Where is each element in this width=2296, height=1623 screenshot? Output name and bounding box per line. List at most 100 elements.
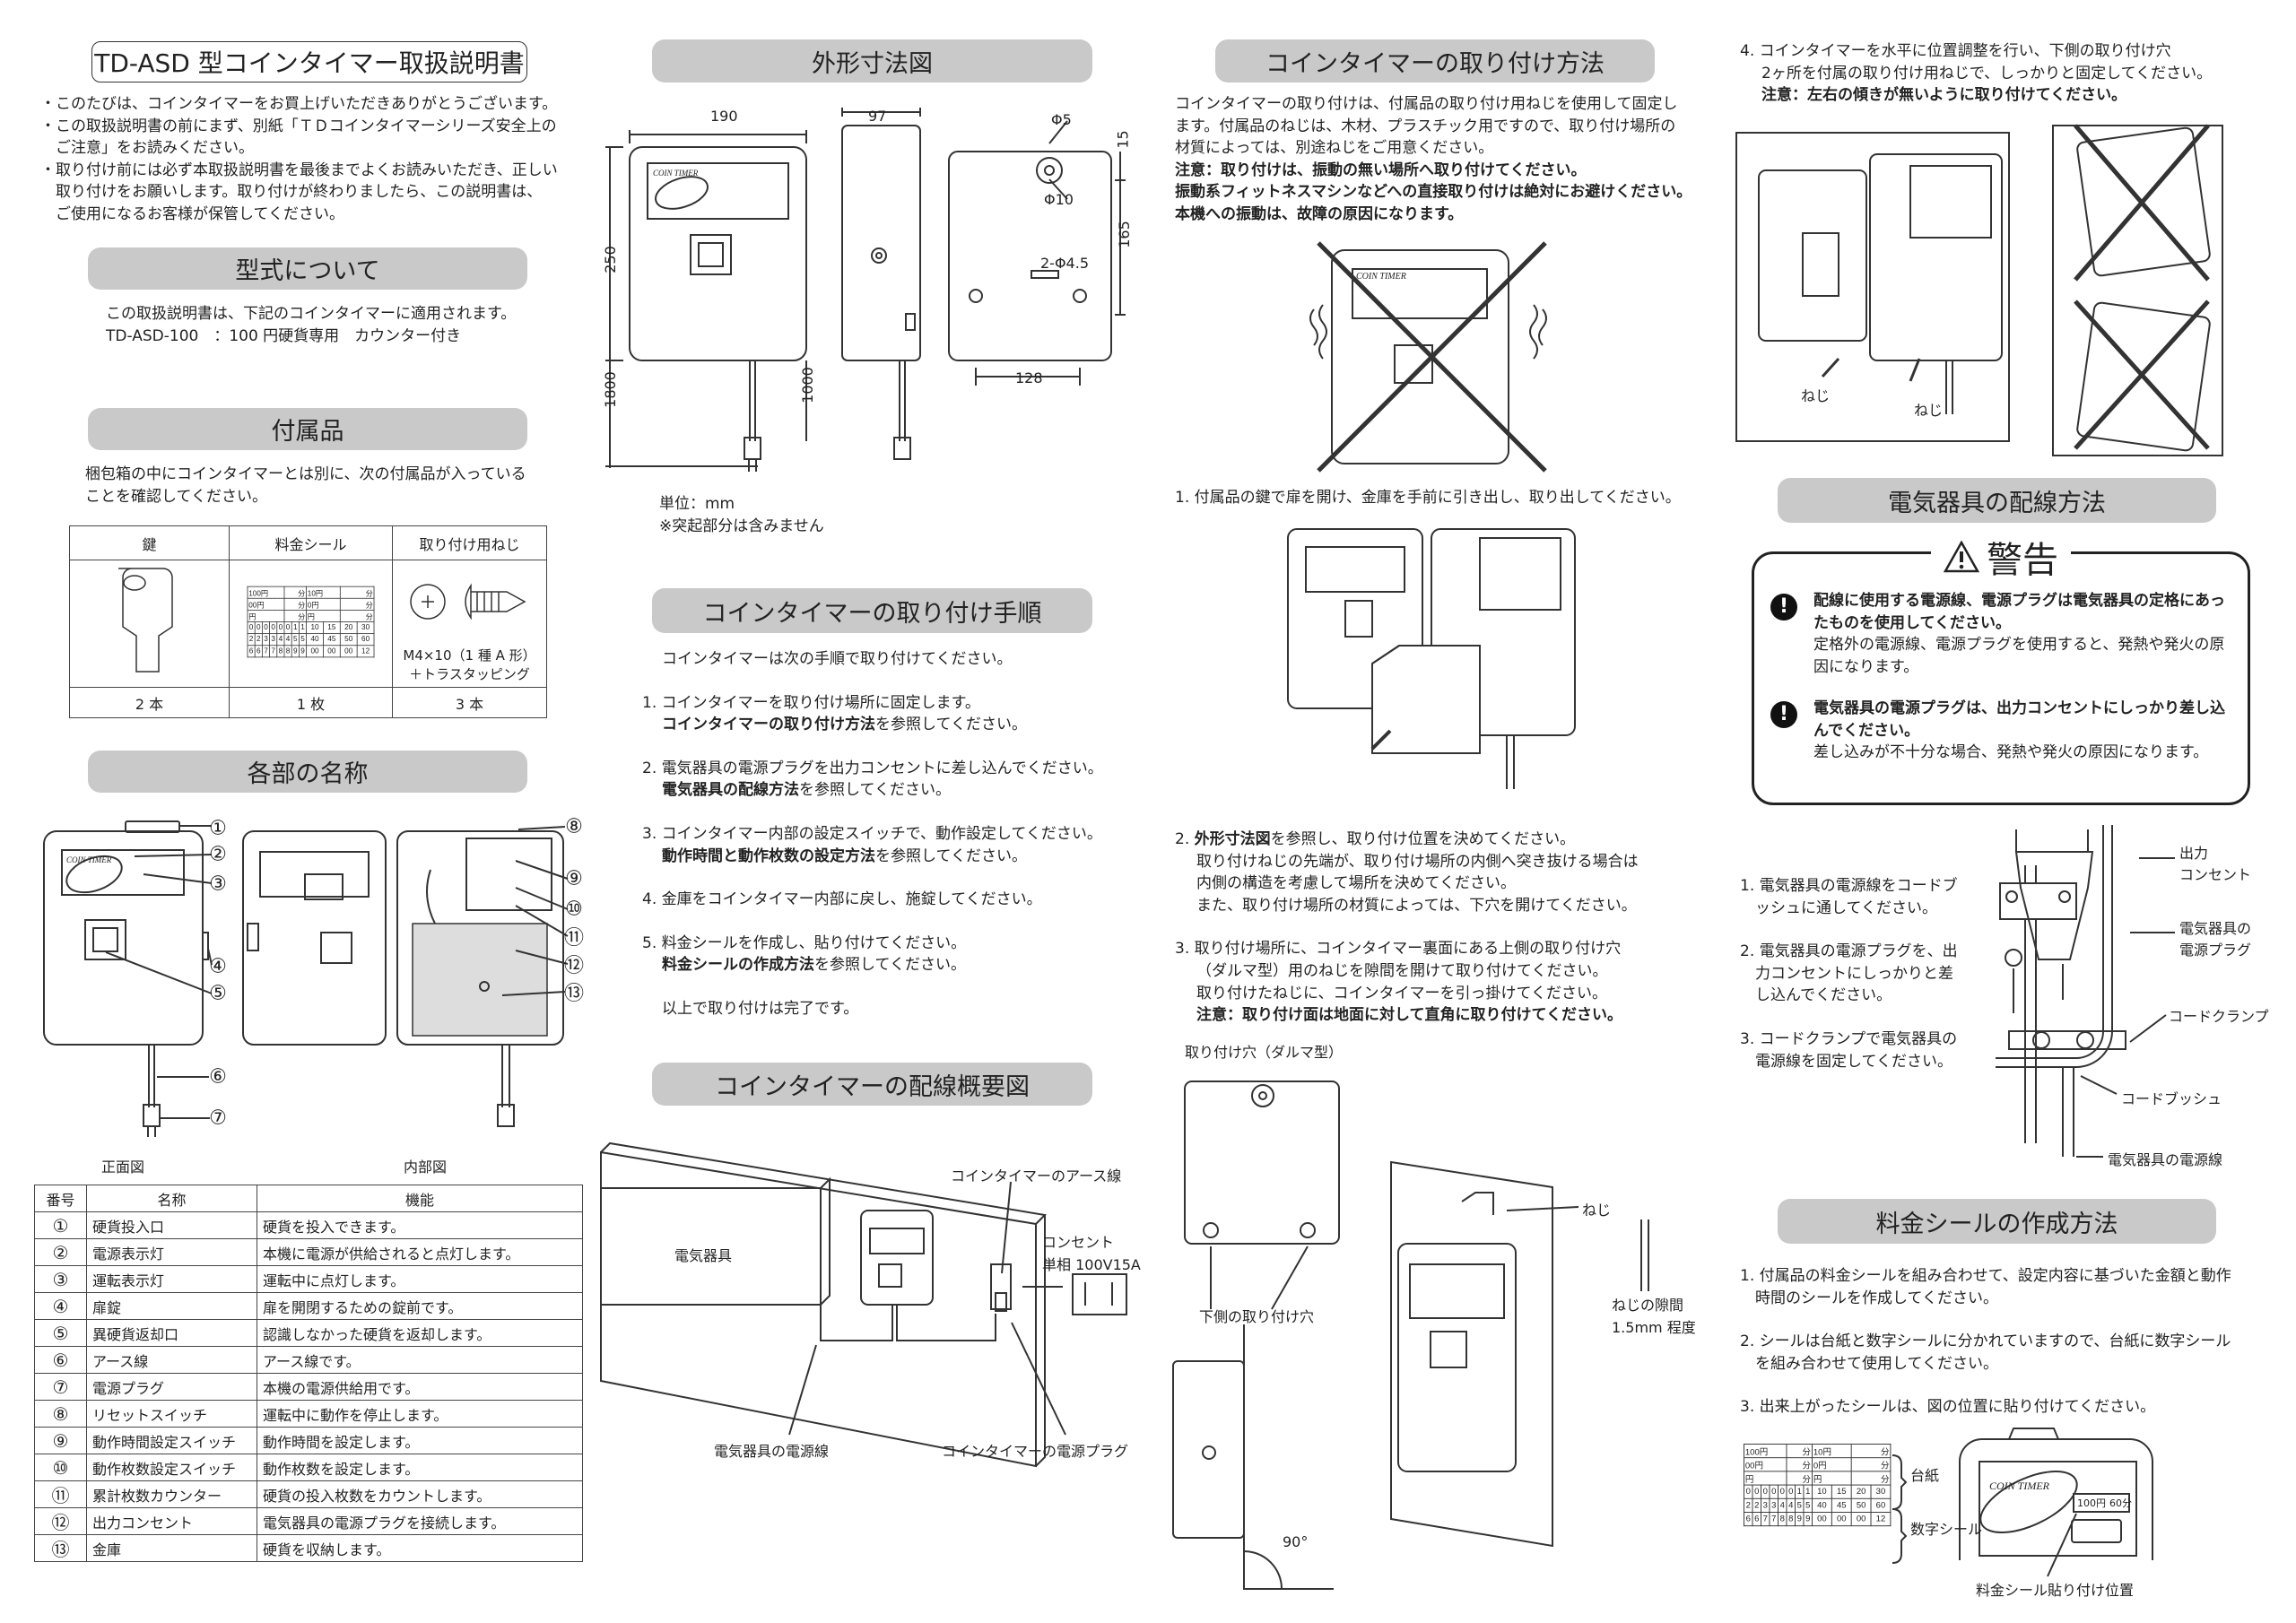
upper-hole-label: 取り付け穴（ダルマ型） — [1185, 1044, 1344, 1061]
seal-digit: 2 — [254, 633, 263, 647]
dim-cord-earth: 1000 — [798, 367, 816, 404]
seal-cell: 分 — [1786, 1471, 1813, 1486]
step-5-reference-tail: を参照してください。 — [814, 956, 966, 975]
seal-digit: 45 — [1831, 1497, 1852, 1513]
step-1-reference: コインタイマーの取り付け方法 — [662, 716, 875, 734]
intro-line: ご使用になるお客様が保管してください。 — [40, 204, 344, 223]
seal-making-heading: 料金シールの作成方法 — [1778, 1199, 2216, 1244]
seal-cell: 分 — [283, 586, 307, 599]
part-name: 異硬貨返却口 — [86, 1319, 257, 1347]
part-name: 動作枚数設定スイッチ — [86, 1454, 257, 1481]
intro-line: ・このたびは、コインタイマーをお買上げいただきありがとうございます。 — [40, 95, 558, 113]
seal-cell: 円 — [1811, 1471, 1852, 1486]
part-name: 出力コンセント — [86, 1507, 257, 1535]
mounting-caution: 本機への振動は、故障の原因になります。 — [1175, 204, 1464, 223]
step-2-reference: 外形寸法図 — [1194, 830, 1271, 848]
step-1-reference-tail: を参照してください。 — [875, 716, 1027, 734]
step-3-line: 取り付けたねじに、コインタイマーを引っ掛けてください。 — [1196, 984, 1607, 1002]
part-name: 電源表示灯 — [86, 1238, 257, 1266]
procedure-done: 以上で取り付けは完了です。 — [662, 999, 859, 1018]
part-name: 動作時間設定スイッチ — [86, 1427, 257, 1454]
seal-step-1: 1. 付属品の料金シールを組み合わせて、設定内容に基づいた金額と動作 — [1740, 1267, 2231, 1285]
part-name: 硬貨投入口 — [86, 1211, 257, 1239]
model-line: TD-ASD-100 ：100 円硬貨専用 カウンター付き — [106, 326, 462, 345]
step-2-line: また、取り付け場所の材質によっては、下穴を開けてください。 — [1196, 896, 1637, 915]
seal-position-drawing — [1892, 1428, 2153, 1577]
part-name: アース線 — [86, 1346, 257, 1374]
outlet-label: コンセント — [1042, 1234, 1115, 1251]
seal-digit: 7 — [1760, 1511, 1770, 1527]
seal-cell: 円 — [247, 609, 285, 622]
dimension-drawing-front — [605, 130, 807, 472]
screw-cell: M4×10（1 種 A 形） ＋トラスタッピング — [392, 560, 547, 688]
part-name: リセットスイッチ — [86, 1400, 257, 1428]
seal-cell: 0円 — [306, 597, 341, 611]
screw-label-left: ねじ — [1801, 387, 1831, 404]
warning-1-text: 因になります。 — [1813, 657, 1919, 676]
label-line: 出力 — [2179, 845, 2209, 862]
wiring-step-1: 1. 電気器具の電源線をコードブ — [1740, 877, 1958, 895]
label-line: コンセント — [2179, 866, 2252, 883]
mounting-line: 材質によっては、別途ねじをご用意ください。 — [1175, 139, 1494, 158]
dimensions-heading: 外形寸法図 — [652, 39, 1092, 82]
seal-digit: 50 — [339, 633, 358, 647]
seal-digit: 15 — [323, 621, 341, 635]
part-function: 電気器具の電源プラグを接続します。 — [257, 1507, 583, 1535]
procedure-step-2: 2. 電気器具の電源プラグを出力コンセントに差し込んでください。 — [642, 759, 1103, 777]
seal-digit: 3 — [1760, 1497, 1770, 1513]
dim-hole-small: Φ5 — [1051, 111, 1072, 128]
seal-position-label: 料金シール貼り付け位置 — [1976, 1582, 2135, 1599]
wiring-step-3: 電源線を固定してください。 — [1740, 1052, 1952, 1071]
open-timer-drawing — [1287, 528, 1576, 789]
intro-line: 取り付けをお願いします。取り付けが終わりましたら、この説明書は、 — [40, 183, 543, 202]
part-function: 本機の電源供給用です。 — [257, 1373, 583, 1401]
column-screw: 取り付け用ねじ — [392, 525, 547, 560]
seal-digit: 20 — [339, 621, 358, 635]
appliance-wiring-drawing — [1996, 825, 2175, 1158]
part-marker-8: ⑧ — [565, 815, 583, 838]
wiring-step-3: 3. コードクランプで電気器具の — [1740, 1029, 1958, 1048]
seal-making-steps: 1. 付属品の料金シールを組み合わせて、設定内容に基づいた金額と動作 時間のシー… — [1740, 1265, 2231, 1419]
part-function: 本機に電源が供給されると点灯します。 — [257, 1238, 583, 1266]
part-marker-10: ⑩ — [565, 898, 583, 921]
digit-seal-label: 数字シール — [1910, 1521, 1983, 1538]
appliance-plug-label: 電気器具の電源プラグ — [2179, 916, 2251, 959]
inside-view-label: 内部図 — [404, 1159, 448, 1176]
step-2-line: 取り付けねじの先端が、取り付け場所の内側へ突き抜ける場合は — [1196, 852, 1639, 871]
seal-digit: 40 — [306, 633, 324, 647]
intro-line: ご注意」をお読みください。 — [40, 139, 254, 158]
seal-cell: 分 — [283, 609, 307, 622]
part-marker-4: ④ — [209, 955, 227, 978]
cross-logo: COIN TIMER — [1356, 272, 1406, 282]
seal-digit: 0 — [261, 621, 270, 635]
procedure-step-3: 3. コインタイマー内部の設定スイッチで、動作設定してください。 — [642, 824, 1102, 843]
seal-cell: 円 — [306, 609, 341, 622]
step-2-reference: 電気器具の配線方法 — [662, 781, 799, 800]
seal-digit: 15 — [1831, 1484, 1852, 1499]
exclamation-circle-icon: ! — [1770, 594, 1797, 621]
seal-digit: 0 — [1760, 1484, 1770, 1499]
seal-digit: 9 — [298, 645, 307, 658]
seal-digit: 30 — [1870, 1484, 1892, 1499]
step-2-number: 2. — [1175, 830, 1190, 848]
procedure-step-1: 1. コインタイマーを取り付け場所に固定します。 — [642, 693, 980, 712]
screw-type: ＋トラスタッピング — [409, 666, 530, 682]
dim-height: 250 — [601, 246, 619, 273]
column-seal: 料金シール — [229, 525, 393, 560]
exclamation-circle-icon: ! — [1770, 701, 1797, 728]
mounting-heading: コインタイマーの取り付け方法 — [1215, 39, 1655, 82]
procedure-text: コインタイマーは次の手順で取り付けてください。 1. コインタイマーを取り付け場… — [642, 648, 1103, 1020]
appliance-cord-label: 電気器具の電源線 — [2108, 1151, 2223, 1168]
seal-step-1: 時間のシールを作成してください。 — [1740, 1289, 1998, 1307]
procedure-heading: コインタイマーの取り付け手順 — [652, 588, 1092, 633]
back-mount-drawing — [1184, 1081, 1340, 1310]
